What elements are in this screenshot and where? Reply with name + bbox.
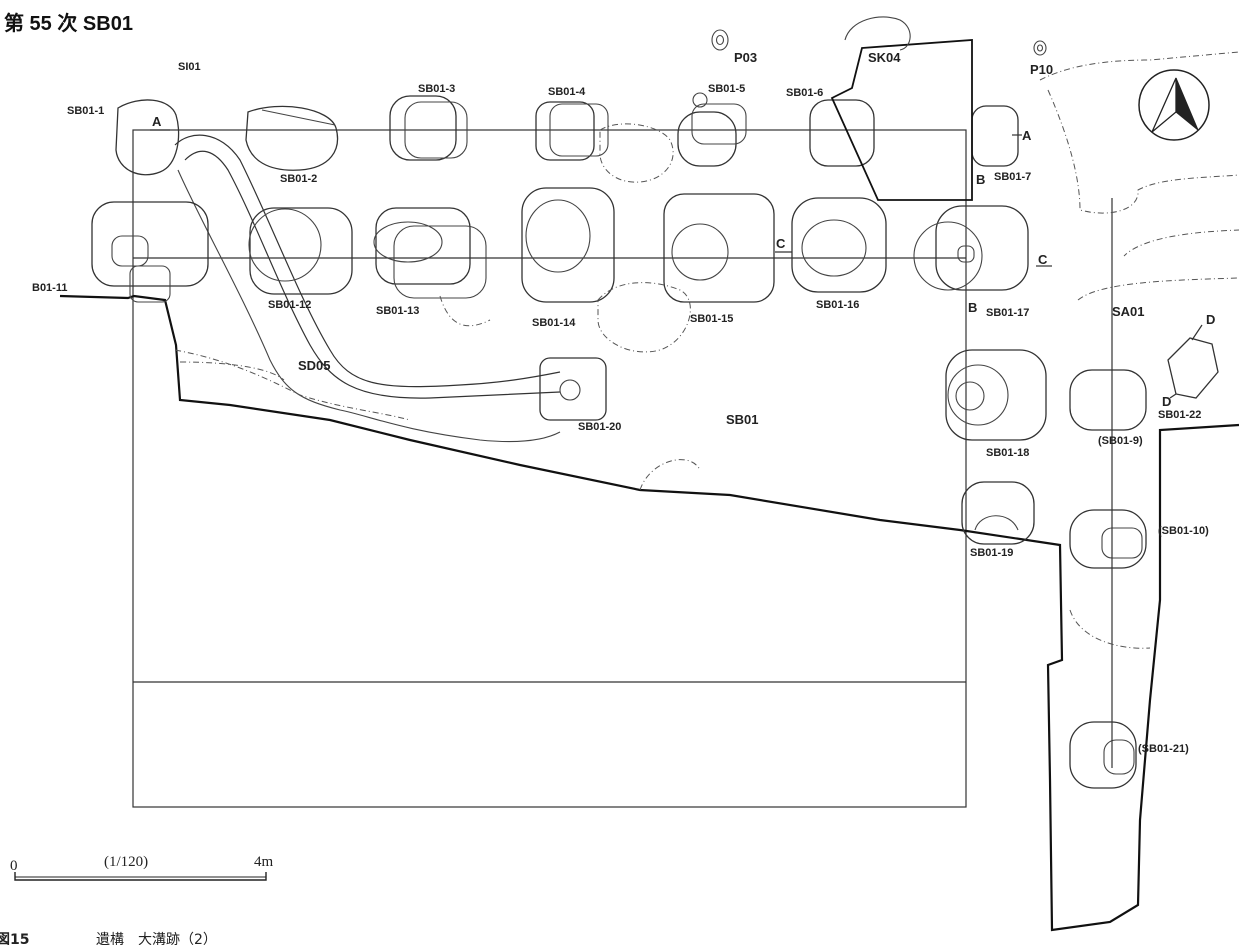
pit-sb01-6 xyxy=(809,99,875,167)
section-label-d-top: D xyxy=(1206,312,1215,327)
section-label-a-right: A xyxy=(1022,128,1032,143)
label-sa01: SA01 xyxy=(1112,304,1145,319)
label-sb01-6: SB01-6 xyxy=(786,87,823,99)
label-p10: P10 xyxy=(1030,62,1053,77)
label-sb01-1: SB01-1 xyxy=(67,105,104,117)
label-sb01-16: SB01-16 xyxy=(816,299,859,311)
pit-sb01-18 xyxy=(945,349,1047,441)
section-label-c-left: C xyxy=(776,236,786,251)
excavation-edge xyxy=(59,294,1239,932)
pit-sb01-16 xyxy=(791,197,887,293)
label-sb01-11: B01-11 xyxy=(32,282,67,294)
scale-bar: 0 (1/120) 4m xyxy=(10,854,274,881)
pit-sb01-4 xyxy=(535,101,609,161)
pit-sk04 xyxy=(830,16,973,201)
pit-sb01-21 xyxy=(1069,721,1137,789)
pit-sb01-3 xyxy=(389,95,468,161)
scale-ratio: (1/120) xyxy=(104,854,148,870)
section-marker-d-top xyxy=(1191,324,1203,341)
section-label-c-right: C xyxy=(1038,252,1048,267)
label-sb01-20: SB01-20 xyxy=(578,421,621,433)
label-sb01-22: SB01-22 xyxy=(1158,409,1201,421)
section-label-b-top: B xyxy=(976,172,985,187)
label-sk04: SK04 xyxy=(868,50,901,65)
pit-sb01-13 xyxy=(373,207,487,299)
label-sb01-19: SB01-19 xyxy=(970,547,1013,559)
pit-sb01-19 xyxy=(961,481,1035,545)
label-sb01-5: SB01-5 xyxy=(708,83,745,95)
pit-sb01-14 xyxy=(521,187,615,303)
label-sb01-18: SB01-18 xyxy=(986,447,1029,459)
section-label-b-bottom: B xyxy=(968,300,977,315)
label-sb01-14: SB01-14 xyxy=(532,317,576,329)
pit-sb01-20 xyxy=(539,357,607,421)
label-sb01-10: (SB01-10) xyxy=(1158,525,1209,537)
plan-title: 第 55 次 SB01 xyxy=(4,11,133,35)
label-sb01-12: SB01-12 xyxy=(268,299,311,311)
pit-p03 xyxy=(711,29,729,51)
pit-sb01-2 xyxy=(245,105,338,171)
label-sb01-4: SB01-4 xyxy=(548,86,586,98)
scale-start: 0 xyxy=(10,858,18,874)
section-label-a-left: A xyxy=(152,114,162,129)
label-sb01-15: SB01-15 xyxy=(690,313,733,325)
disturbance-outlines xyxy=(179,51,1239,649)
pit-sb01-22 xyxy=(1167,337,1219,399)
label-sb01-21: (SB01-21) xyxy=(1138,743,1189,755)
pit-sb01-15 xyxy=(663,193,775,303)
figure-number: 図15 xyxy=(0,932,29,945)
label-sb01-13: SB01-13 xyxy=(376,305,419,317)
label-si01: SI01 xyxy=(178,61,201,73)
pit-sb01-1 xyxy=(115,99,180,176)
figure-caption: 遺構 大溝跡（2） xyxy=(96,932,217,945)
scale-end: 4m xyxy=(254,854,274,870)
pit-sb01-17 xyxy=(913,205,1029,291)
pit-sb01-7 xyxy=(971,105,1019,167)
label-sb01-9: (SB01-9) xyxy=(1098,435,1143,447)
label-p03: P03 xyxy=(734,50,757,65)
section-marker-d-bottom xyxy=(1169,393,1177,399)
building-outline-sb01 xyxy=(132,129,967,808)
label-sd05: SD05 xyxy=(298,358,331,373)
label-sb01-2: SB01-2 xyxy=(280,173,317,185)
pit-sb01-10 xyxy=(1069,509,1147,569)
label-sb01: SB01 xyxy=(726,412,759,427)
label-sb01-7: SB01-7 xyxy=(994,171,1031,183)
north-arrow-icon xyxy=(1138,69,1210,141)
pit-sb01-9 xyxy=(1069,369,1147,431)
pit-p10 xyxy=(1033,40,1047,56)
label-sb01-3: SB01-3 xyxy=(418,83,455,95)
pit-sb01-11 xyxy=(91,201,209,303)
section-label-d-bottom: D xyxy=(1162,394,1171,409)
pit-sb01-5 xyxy=(677,92,747,167)
label-sb01-17: SB01-17 xyxy=(986,307,1029,319)
channel-sd05 xyxy=(174,134,561,443)
pit-sb01-12 xyxy=(248,207,353,295)
